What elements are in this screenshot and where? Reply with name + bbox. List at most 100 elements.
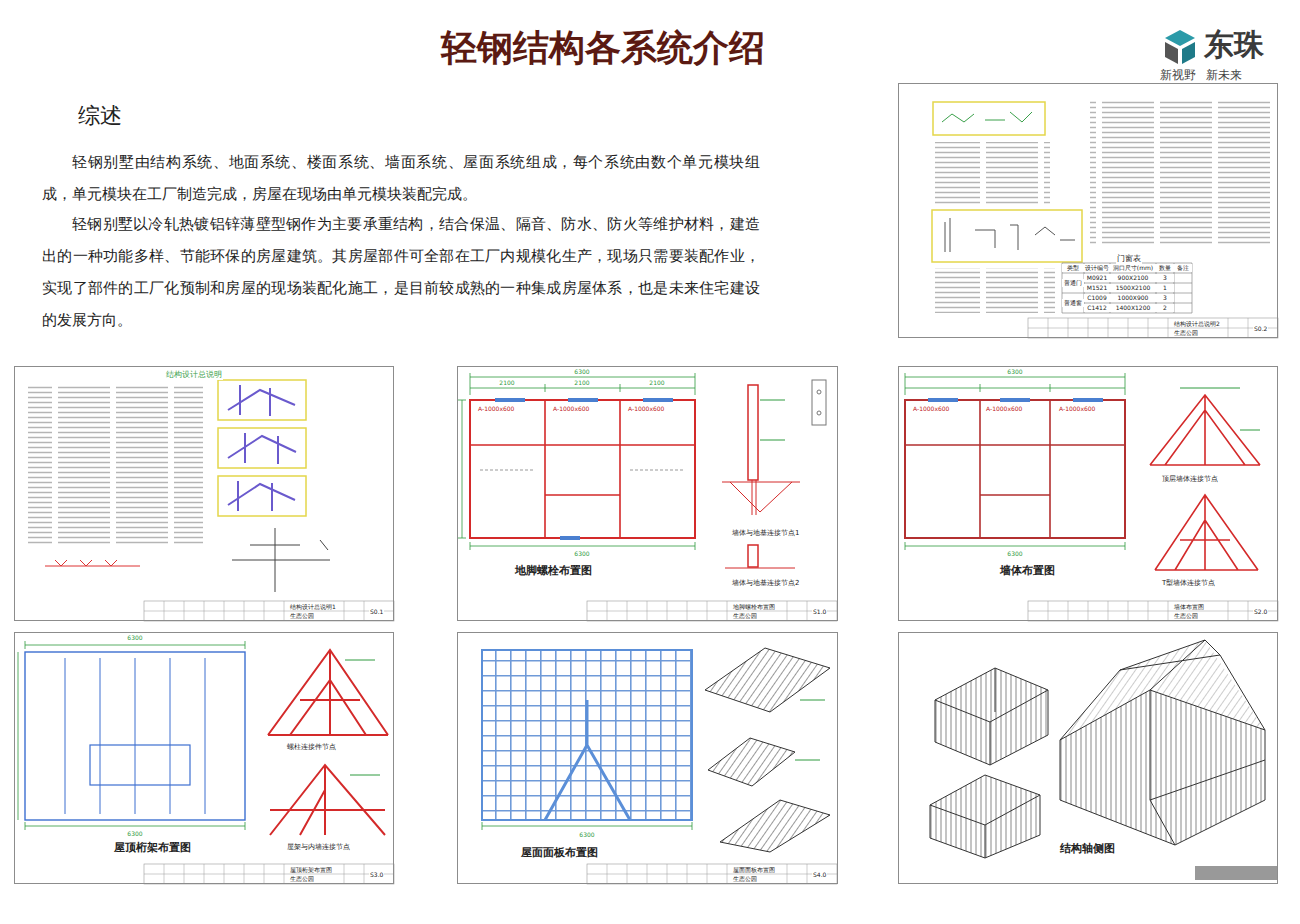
dimension: 2100	[487, 379, 527, 387]
sheet-s01-art-part	[144, 601, 394, 621]
drawing-sheet: 屋面面板布置图屋面面板布置图S4.0生态公园	[457, 632, 838, 884]
title-block-name: 结构设计总说明2	[1173, 320, 1221, 327]
table-cell: 3	[1156, 294, 1174, 302]
sheet-s01-art-part	[228, 385, 295, 416]
project-name: 生态公园	[732, 875, 758, 882]
sheet-axonometric-art-part	[1060, 640, 1265, 845]
logo-icon-part	[1165, 30, 1195, 46]
detail-caption: 螺柱连接件节点	[286, 743, 337, 751]
sheet-s10-art-part	[643, 398, 673, 402]
sheet-s10-art-part	[560, 536, 580, 540]
table-cell: 3	[1156, 274, 1174, 282]
sheet-s10-art	[458, 373, 837, 621]
sheet-s20-art-part	[1155, 495, 1258, 570]
table-cell: 900X2100	[1110, 274, 1156, 282]
window-tag: A-1000x600	[478, 405, 514, 413]
detail-caption: 墙体与地基连接节点1	[731, 529, 800, 537]
sheet-s30-art-part	[268, 650, 388, 735]
drawing-sheet: 结构轴侧图	[898, 632, 1278, 884]
sheet-s10-art-part	[470, 400, 695, 538]
project-name: 生态公园	[1173, 612, 1199, 619]
sheet-s02-art-part	[1062, 263, 1192, 313]
dimension: 6300	[562, 368, 602, 376]
sheet-s01-art-part	[228, 481, 295, 511]
dimension: 2100	[562, 379, 602, 387]
dimension: 6300	[562, 550, 602, 558]
table-cell: 普通门	[1062, 279, 1084, 287]
detail-caption: 墙体与地基连接节点2	[731, 579, 800, 587]
logo-icon-part	[1165, 42, 1178, 64]
detail-caption: 屋架与内墙连接节点	[286, 843, 351, 851]
project-name: 生态公园	[289, 875, 315, 882]
detail-caption: T型墙体连接节点	[1161, 579, 1216, 587]
sheet-heading: 结构设计总说明	[165, 370, 223, 380]
sheet-s20-art-part	[1180, 388, 1260, 430]
dimension: 6300	[567, 831, 607, 839]
sheet-s40-art-part	[705, 648, 830, 712]
table-cell: C1412	[1084, 304, 1110, 312]
dimension: 6300	[995, 368, 1035, 376]
sheet-s10-art-part	[817, 390, 821, 394]
sheet-s20-art-part	[928, 398, 958, 402]
table-cell: 2	[1156, 304, 1174, 312]
sheet-s01-art-part	[45, 560, 140, 566]
sheet-axonometric-art-part	[1195, 866, 1278, 880]
overview-paragraph: 轻钢别墅以冷轧热镀铝锌薄壁型钢作为主要承重结构，结合保温、隔音、防水、防火等维护…	[42, 208, 760, 336]
table-cell: 数量	[1156, 264, 1174, 272]
sheet-axonometric-art-part	[935, 668, 1048, 765]
sheet-s20-art-part	[1073, 398, 1103, 402]
sheet-number: S4.0	[812, 871, 827, 878]
sheet-s02-art-part	[933, 102, 1045, 135]
sheet-s10-art-part	[812, 380, 826, 425]
drawing-sheet: 地脚螺栓布置图墙体与地基连接节点1墙体与地基连接节点2地脚螺栓布置图S1.0生态…	[457, 366, 838, 621]
sheet-axonometric-art-part	[930, 775, 1040, 858]
sheet-s02-art-part	[935, 268, 1055, 313]
sheet-s30-art-part	[90, 745, 190, 785]
drawing-caption: 地脚螺栓布置图	[514, 564, 593, 577]
window-tag: A-1000x600	[628, 405, 664, 413]
project-name: 生态公园	[1173, 329, 1199, 336]
table-cell: M0921	[1084, 274, 1110, 282]
sheet-s30-art-part	[144, 864, 394, 884]
sheet-s30-art-part	[25, 652, 245, 820]
sheet-s40-art-part	[708, 738, 795, 786]
drawing-sheet: 门窗表结构设计总说明2S0.2生态公园	[898, 83, 1278, 338]
sheet-s10-art-part	[568, 398, 598, 402]
sheet-s02-art	[932, 100, 1278, 338]
drawing-sheet: 结构设计总说明结构设计总说明1S0.1生态公园	[14, 366, 394, 621]
table-cell: 1	[1156, 284, 1174, 292]
sheet-s20-art-part	[905, 373, 1125, 550]
sheet-number: S0.1	[369, 608, 384, 615]
sheet-axonometric-art	[930, 640, 1278, 880]
sheet-s10-art-part	[722, 480, 800, 515]
drawing-caption: 屋面面板布置图	[520, 846, 599, 859]
sheet-s40-art-part	[482, 822, 692, 830]
page-title: 轻钢结构各系统介绍	[400, 24, 806, 70]
sheet-s02-art-part	[945, 218, 1075, 252]
table-cell: 1500X2100	[1110, 284, 1156, 292]
drawing-caption: 屋顶桁架布置图	[113, 841, 192, 854]
window-tag: A-1000x600	[986, 405, 1022, 413]
sheet-number: S0.2	[1253, 325, 1268, 332]
sheet-s20-art-part	[905, 400, 1125, 538]
sheet-s20-art-part	[1028, 601, 1278, 621]
sheet-s40-art-part	[720, 800, 830, 852]
logo-icon-part	[1182, 42, 1195, 64]
window-tag: A-1000x600	[1059, 405, 1095, 413]
table-cell: 1000X900	[1110, 294, 1156, 302]
project-name: 生态公园	[289, 612, 315, 619]
sheet-s02-art-part	[932, 210, 1082, 262]
table-cell: C1009	[1084, 294, 1110, 302]
sheet-number: S1.0	[812, 608, 827, 615]
dimension: 6300	[115, 634, 155, 642]
sheet-s20-art-part	[1000, 398, 1030, 402]
overview-paragraph: 轻钢别墅由结构系统、地面系统、楼面系统、墙面系统、屋面系统组成，每个系统由数个单…	[42, 146, 760, 210]
sheet-s30-art-part	[18, 641, 245, 830]
sheet-s40-art	[482, 648, 837, 884]
sheet-s10-art-part	[760, 400, 785, 440]
dimension: 6300	[115, 830, 155, 838]
dimension: 2100	[637, 379, 677, 387]
sheet-s01-art-part	[28, 385, 203, 545]
